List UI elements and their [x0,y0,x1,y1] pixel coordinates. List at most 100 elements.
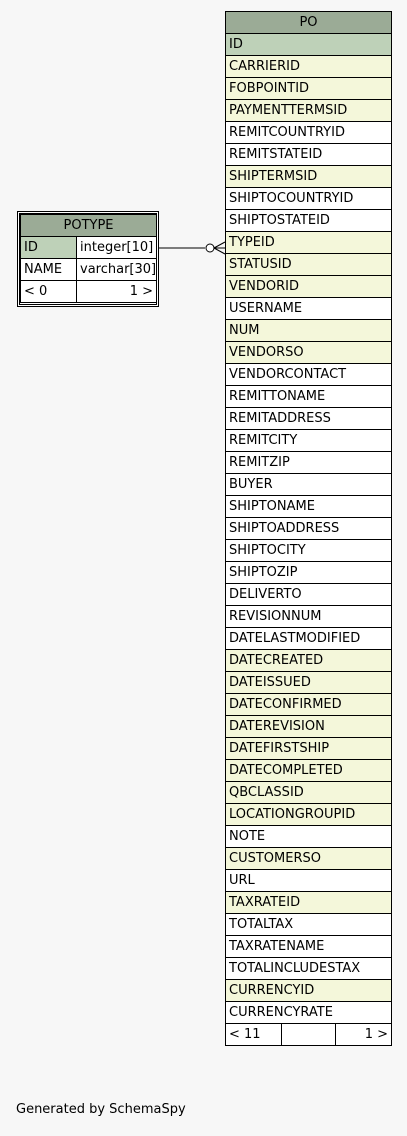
po-column-name: NOTE [225,825,392,848]
po-column-name: REMITZIP [225,451,392,474]
po-column-row[interactable]: VENDORCONTACT [225,363,392,386]
po-column-row[interactable]: REMITADDRESS [225,407,392,430]
potype-table-title: POTYPE [19,214,158,237]
po-column-name: CURRENCYID [225,979,392,1002]
po-column-row[interactable]: NUM [225,319,392,342]
po-column-name: DATECOMPLETED [225,759,392,782]
po-column-row[interactable]: DATECREATED [225,649,392,672]
po-column-row[interactable]: ID [225,33,392,56]
crowfoot-upper [213,241,226,249]
potype-parents-count: 1 > [75,280,158,303]
po-column-row[interactable]: REMITCITY [225,429,392,452]
po-column-row[interactable]: URL [225,869,392,892]
po-column-name: REMITTONAME [225,385,392,408]
po-column-name: SHIPTERMSID [225,165,392,188]
generated-by-label: Generated by SchemaSpy [16,1102,186,1117]
po-column-row[interactable]: TAXRATENAME [225,935,392,958]
po-column-name: REMITCOUNTRYID [225,121,392,144]
po-table-title: PO [225,11,392,34]
po-column-row[interactable]: USERNAME [225,297,392,320]
po-column-name: SHIPTOSTATEID [225,209,392,232]
po-column-name: REVISIONNUM [225,605,392,628]
po-column-row[interactable]: SHIPTOCITY [225,539,392,562]
po-column-row[interactable]: LOCATIONGROUPID [225,803,392,826]
po-column-name: ID [225,33,392,56]
po-column-name: DATECONFIRMED [225,693,392,716]
po-column-row[interactable]: FOBPOINTID [225,77,392,100]
po-column-row[interactable]: REMITCOUNTRYID [225,121,392,144]
po-column-name: DATELASTMODIFIED [225,627,392,650]
po-column-name: VENDORCONTACT [225,363,392,386]
po-column-name: FOBPOINTID [225,77,392,100]
po-column-row[interactable]: DATELASTMODIFIED [225,627,392,650]
po-column-row[interactable]: DATEFIRSTSHIP [225,737,392,760]
po-column-name: DELIVERTO [225,583,392,606]
po-column-row[interactable]: VENDORSO [225,341,392,364]
po-column-name: SHIPTOCOUNTRYID [225,187,392,210]
po-column-row[interactable]: TOTALTAX [225,913,392,936]
po-column-name: STATUSID [225,253,392,276]
po-column-row[interactable]: SHIPTONAME [225,495,392,518]
po-column-name: SHIPTONAME [225,495,392,518]
po-column-row[interactable]: REMITZIP [225,451,392,474]
po-column-row[interactable]: CUSTOMERSO [225,847,392,870]
po-column-row[interactable]: DATECOMPLETED [225,759,392,782]
po-column-row[interactable]: TAXRATEID [225,891,392,914]
po-column-name: DATECREATED [225,649,392,672]
po-column-row[interactable]: CURRENCYRATE [225,1001,392,1024]
po-column-name: NUM [225,319,392,342]
po-column-name: REMITSTATEID [225,143,392,166]
po-column-name: PAYMENTTERMSID [225,99,392,122]
po-column-row[interactable]: CURRENCYID [225,979,392,1002]
po-column-row[interactable]: REMITSTATEID [225,143,392,166]
zero-optional-marker [205,243,215,253]
po-column-name: TYPEID [225,231,392,254]
po-column-row[interactable]: STATUSID [225,253,392,276]
po-column-name: TOTALINCLUDESTAX [225,957,392,980]
po-column-row[interactable]: DATEREVISION [225,715,392,738]
po-column-name: VENDORID [225,275,392,298]
potype-children-count: < 0 [20,280,77,303]
po-column-row[interactable]: VENDORID [225,275,392,298]
po-column-row[interactable]: NOTE [225,825,392,848]
po-column-name: SHIPTOZIP [225,561,392,584]
po-column-name: LOCATIONGROUPID [225,803,392,826]
po-column-row[interactable]: TYPEID [225,231,392,254]
potype-column-name: NAME [20,258,77,281]
po-column-name: DATEFIRSTSHIP [225,737,392,760]
po-column-row[interactable]: REVISIONNUM [225,605,392,628]
po-column-row[interactable]: DELIVERTO [225,583,392,606]
po-column-row[interactable]: QBCLASSID [225,781,392,804]
po-column-name: DATEISSUED [225,671,392,694]
po-column-row[interactable]: TOTALINCLUDESTAX [225,957,392,980]
po-column-name: CARRIERID [225,55,392,78]
po-column-name: USERNAME [225,297,392,320]
po-column-row[interactable]: SHIPTERMSID [225,165,392,188]
po-column-row[interactable]: SHIPTOSTATEID [225,209,392,232]
po-column-name: TAXRATEID [225,891,392,914]
po-column-row[interactable]: DATECONFIRMED [225,693,392,716]
po-column-row[interactable]: REMITTONAME [225,385,392,408]
po-column-name: DATEREVISION [225,715,392,738]
potype-column-name: ID [20,236,77,259]
po-column-name: URL [225,869,392,892]
po-row-count [281,1023,336,1046]
po-parents-count: 1 > [335,1023,392,1046]
po-column-row[interactable]: PAYMENTTERMSID [225,99,392,122]
po-column-row[interactable]: SHIPTOZIP [225,561,392,584]
po-column-row[interactable]: SHIPTOADDRESS [225,517,392,540]
po-column-row[interactable]: DATEISSUED [225,671,392,694]
po-column-row[interactable]: BUYER [225,473,392,496]
po-column-row[interactable]: CARRIERID [225,55,392,78]
po-column-name: TOTALTAX [225,913,392,936]
po-column-name: REMITCITY [225,429,392,452]
po-column-name: SHIPTOADDRESS [225,517,392,540]
po-column-name: VENDORSO [225,341,392,364]
potype-column-type: varchar[30] [75,258,158,281]
po-column-row[interactable]: SHIPTOCOUNTRYID [225,187,392,210]
